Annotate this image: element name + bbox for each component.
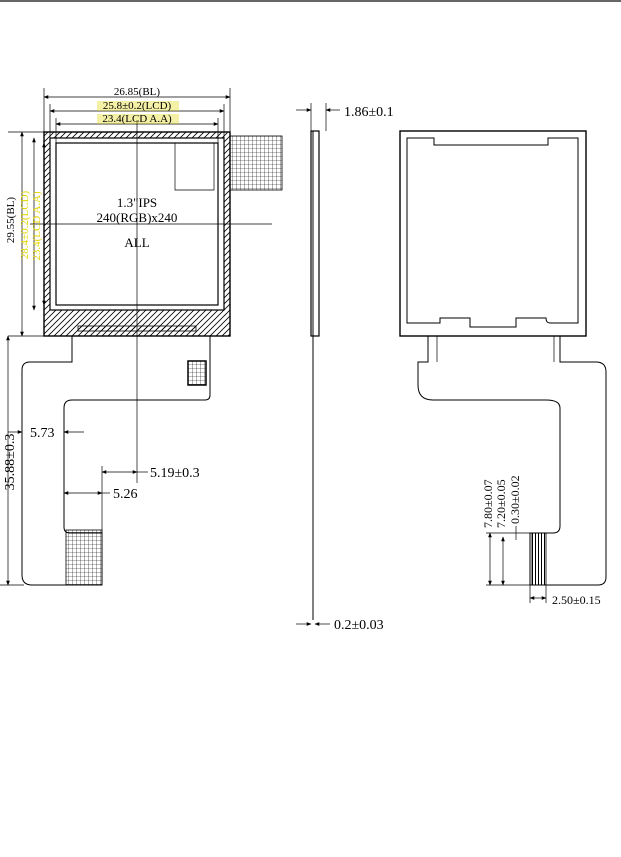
panel-label-viewing: ALL [124, 235, 149, 250]
dim-total-height: 35.88±0.3 [3, 434, 18, 491]
front-fpc-outline [21, 336, 211, 586]
dim-stiffener-length: 7.80±0.07 [481, 479, 495, 528]
rear-module-outline [399, 130, 587, 337]
dim-aa-width: 23.4(LCD A.A) [102, 113, 172, 125]
dim-tail-offset: 5.73 [30, 426, 55, 441]
rear-connector-pins [531, 532, 547, 586]
dim-contact-length: 7.20±0.05 [494, 479, 508, 528]
side-view: 1.86±0.1 0.2±0.03 [296, 103, 394, 633]
panel-label-size: 1.3"IPS [117, 195, 157, 210]
dim-lcd-width: 25.8±0.2(LCD) [103, 100, 172, 112]
front-fpc-chip [187, 360, 207, 386]
dim-lcd-height: 28.4±0.2(LCD) [19, 190, 31, 259]
rear-inner-outline [406, 137, 579, 328]
panel-label-resolution: 240(RGB)x240 [97, 210, 178, 225]
top-fpc-tab [229, 135, 283, 191]
dim-center-offset: 5.19±0.3 [150, 466, 200, 481]
side-module-body [310, 130, 320, 337]
tail-dimensions: 5.73 5.19±0.3 5.26 [8, 426, 200, 533]
inner-tab-outline [174, 143, 215, 191]
dim-fpc-thickness: 0.2±0.03 [334, 618, 384, 633]
rear-dimensions: 7.80±0.07 7.20±0.05 0.30±0.02 2.50±0.15 [481, 475, 601, 607]
rear-fpc-outline [417, 336, 607, 586]
front-view: 1.3"IPS 240(RGB)x240 ALL 26.85(BL) 25.8±… [0, 86, 283, 586]
dim-bl-width: 26.85(BL) [114, 86, 160, 98]
front-fpc-contacts [65, 529, 103, 586]
dim-bl-height: 29.55(BL) [5, 197, 17, 243]
dim-connector-width: 2.50±0.15 [552, 593, 601, 607]
width-dimensions: 26.85(BL) 25.8±0.2(LCD) 23.4(LCD A.A) [43, 86, 231, 143]
dim-aa-height: 23.4(LCD A.A) [31, 191, 43, 261]
dim-tail-width: 5.26 [113, 487, 138, 502]
height-dimensions: 29.55(BL) 28.4±0.2(LCD) 23.4(LCD A.A) 35… [0, 131, 46, 586]
dim-pin-pitch: 0.30±0.02 [508, 475, 522, 524]
rear-view: 7.80±0.07 7.20±0.05 0.30±0.02 2.50±0.15 [399, 130, 607, 607]
dim-module-thickness: 1.86±0.1 [344, 105, 394, 120]
